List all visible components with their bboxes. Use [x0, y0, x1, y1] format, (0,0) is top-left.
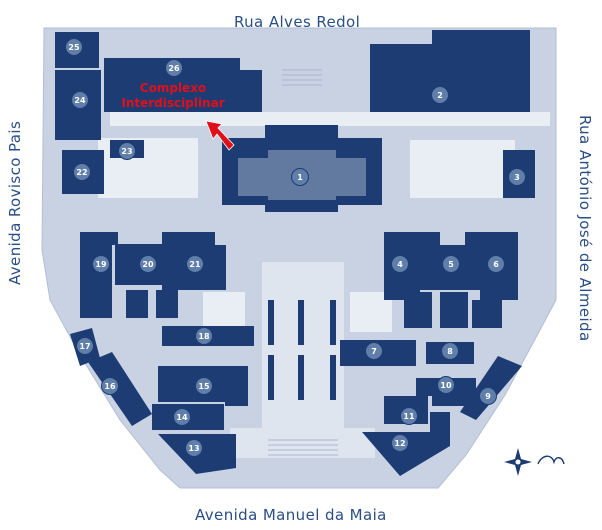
compass-rose-icon: [504, 448, 565, 476]
marker-label-14: 14: [176, 413, 188, 422]
marker-label-21: 21: [189, 260, 201, 269]
marker-building-23[interactable]: [118, 142, 136, 160]
building-5d[interactable]: [472, 300, 502, 328]
marker-label-11: 11: [403, 412, 415, 421]
red-arrow-icon: [205, 120, 235, 151]
street-label-left: Avenida Rovisco Pais: [6, 120, 24, 285]
marker-building-1[interactable]: [291, 168, 309, 186]
courtyard-right: [410, 140, 515, 198]
building-20c[interactable]: [156, 290, 178, 318]
avenue-markings: [268, 300, 336, 400]
marker-label-3: 3: [514, 173, 520, 182]
marker-label-4: 4: [397, 260, 403, 269]
building-4[interactable]: [384, 232, 440, 300]
central-plaza: [230, 428, 375, 458]
marker-building-12[interactable]: [391, 434, 409, 452]
marker-building-25[interactable]: [65, 38, 83, 56]
marker-building-2[interactable]: [431, 86, 449, 104]
marker-building-26[interactable]: [165, 59, 183, 77]
marker-building-8[interactable]: [441, 342, 459, 360]
marker-building-24[interactable]: [71, 91, 89, 109]
marker-building-13[interactable]: [185, 439, 203, 457]
building-2[interactable]: [370, 30, 530, 112]
marker-label-26: 26: [168, 64, 180, 73]
building-19[interactable]: [80, 232, 118, 318]
marker-label-19: 19: [95, 260, 107, 269]
marker-label-7: 7: [371, 347, 377, 356]
marker-building-7[interactable]: [365, 342, 383, 360]
steps-bottom: [268, 439, 338, 456]
building-5b[interactable]: [404, 292, 432, 328]
marker-label-10: 10: [440, 381, 452, 390]
marker-building-19[interactable]: [92, 255, 110, 273]
marker-label-18: 18: [198, 332, 210, 341]
building-5c[interactable]: [440, 292, 468, 328]
marker-building-3[interactable]: [508, 168, 526, 186]
building-26[interactable]: [104, 58, 262, 112]
callout-line-2: Interdisciplinar: [121, 96, 225, 110]
callout-line-1: Complexo: [139, 81, 207, 95]
marker-label-13: 13: [188, 444, 199, 453]
marker-building-22[interactable]: [73, 163, 91, 181]
building-20b[interactable]: [126, 290, 148, 318]
marker-building-16[interactable]: [101, 377, 119, 395]
marker-building-21[interactable]: [186, 255, 204, 273]
street-label-right: Rua António José de Almeida: [576, 115, 594, 342]
marker-building-17[interactable]: [76, 337, 94, 355]
street-label-top: Rua Alves Redol: [234, 13, 361, 31]
steps-top: [282, 69, 322, 86]
marker-building-14[interactable]: [173, 408, 191, 426]
marker-label-15: 15: [198, 382, 210, 391]
marker-building-9[interactable]: [479, 387, 497, 405]
path-top: [110, 112, 550, 126]
building-11b[interactable]: [430, 412, 450, 432]
marker-label-25: 25: [68, 43, 80, 52]
marker-building-20[interactable]: [139, 255, 157, 273]
marker-label-5: 5: [448, 260, 454, 269]
marker-label-20: 20: [142, 260, 154, 269]
marker-label-8: 8: [447, 347, 453, 356]
courtyard-sw: [203, 292, 245, 332]
marker-building-11[interactable]: [400, 407, 418, 425]
marker-label-12: 12: [394, 439, 405, 448]
building-12[interactable]: [362, 432, 450, 476]
marker-building-15[interactable]: [195, 377, 213, 395]
street-label-bottom: Avenida Manuel da Maia: [195, 506, 387, 524]
marker-building-10[interactable]: [437, 376, 455, 394]
marker-label-9: 9: [485, 392, 491, 401]
marker-label-2: 2: [437, 91, 443, 100]
building-16[interactable]: [88, 352, 152, 426]
marker-building-6[interactable]: [487, 255, 505, 273]
marker-label-22: 22: [76, 168, 87, 177]
marker-label-1: 1: [297, 173, 303, 182]
marker-building-18[interactable]: [195, 327, 213, 345]
complexo-interdisciplinar-callout: Complexo Interdisciplinar: [118, 81, 228, 111]
marker-label-23: 23: [121, 147, 132, 156]
marker-building-5[interactable]: [442, 255, 460, 273]
marker-label-6: 6: [493, 260, 499, 269]
marker-label-16: 16: [104, 382, 116, 391]
marker-building-4[interactable]: [391, 255, 409, 273]
marker-label-24: 24: [74, 96, 86, 105]
marker-label-17: 17: [79, 342, 90, 351]
